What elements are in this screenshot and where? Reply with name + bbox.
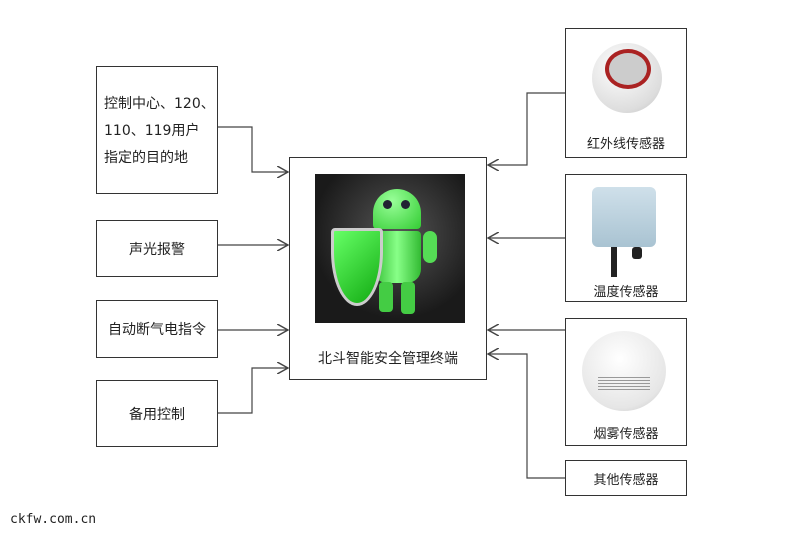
sensor-box-smoke: 烟雾传感器 xyxy=(565,318,687,446)
connector-other xyxy=(488,354,565,479)
sensor-label: 其他传感器 xyxy=(593,472,659,488)
sensor-label: 温度传感器 xyxy=(593,285,659,300)
output-box-cutoff: 自动断气电指令 xyxy=(96,300,218,358)
center-terminal-box: 北斗智能安全管理终端 xyxy=(289,157,487,380)
output-label: 自动断气电指令 xyxy=(108,322,206,338)
sensor-box-infrared: 红外线传感器 xyxy=(565,28,687,158)
robot-shield-image xyxy=(315,174,465,323)
shield-icon xyxy=(331,228,383,306)
sensor-box-other: 其他传感器 xyxy=(565,460,687,496)
connector-backup xyxy=(218,368,288,414)
output-label-line: 指定的目的地 xyxy=(104,150,188,166)
sensor-label: 红外线传感器 xyxy=(586,137,665,152)
output-label-line: 控制中心、120、 xyxy=(104,96,215,112)
watermark: ckfw.com.cn xyxy=(10,512,97,527)
sensor-box-temperature: 温度传感器 xyxy=(565,174,687,302)
center-terminal-label: 北斗智能安全管理终端 xyxy=(318,351,458,367)
smoke-sensor-image xyxy=(582,331,666,411)
output-box-alarm: 声光报警 xyxy=(96,220,218,277)
output-label: 声光报警 xyxy=(129,241,185,258)
connector-infrared xyxy=(488,92,565,165)
output-label: 备用控制 xyxy=(129,406,185,423)
infrared-sensor-image xyxy=(592,43,662,113)
output-label-line: 110、119用户 xyxy=(104,123,200,139)
connector-control-center xyxy=(218,126,288,172)
sensor-label: 烟雾传感器 xyxy=(593,427,659,442)
output-box-backup: 备用控制 xyxy=(96,380,218,447)
temperature-sensor-image xyxy=(592,187,656,247)
output-box-control-center: 控制中心、120、 110、119用户 指定的目的地 xyxy=(96,66,218,194)
